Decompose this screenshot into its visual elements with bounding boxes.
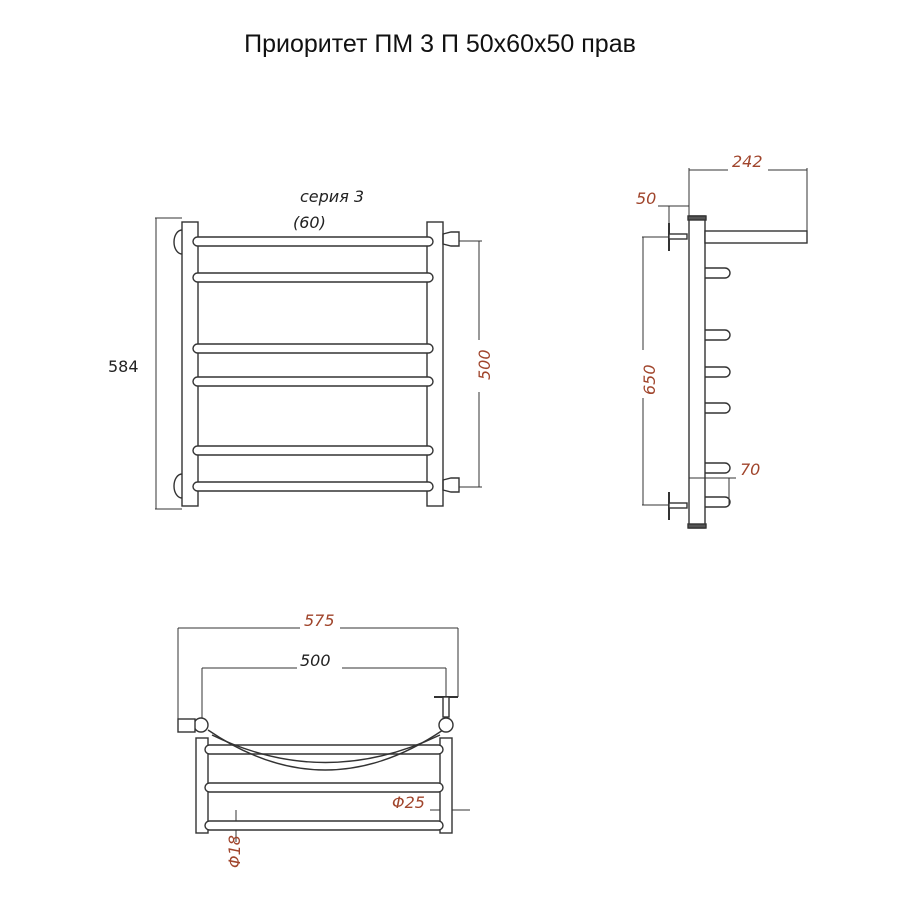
front-view	[155, 217, 482, 510]
top-view	[177, 627, 470, 842]
series-sub-label: (60)	[293, 213, 326, 232]
dim-riser-diameter: Φ25	[392, 793, 425, 812]
dim-height-650: 650	[640, 364, 659, 395]
dim-rung-diameter: Φ18	[225, 835, 244, 868]
dim-width-575: 575	[304, 611, 335, 630]
dim-height-584: 584	[108, 357, 139, 376]
dim-rung-70: 70	[740, 460, 760, 479]
dim-offset-50: 50	[636, 189, 656, 208]
page-title: Приоритет ПМ 3 П 50x60x50 прав	[244, 30, 636, 58]
side-view	[642, 168, 808, 529]
dim-depth-242: 242	[732, 152, 763, 171]
dim-connection-500: 500	[475, 349, 494, 380]
series-label: серия 3	[300, 187, 364, 206]
dim-width-500: 500	[300, 651, 331, 670]
